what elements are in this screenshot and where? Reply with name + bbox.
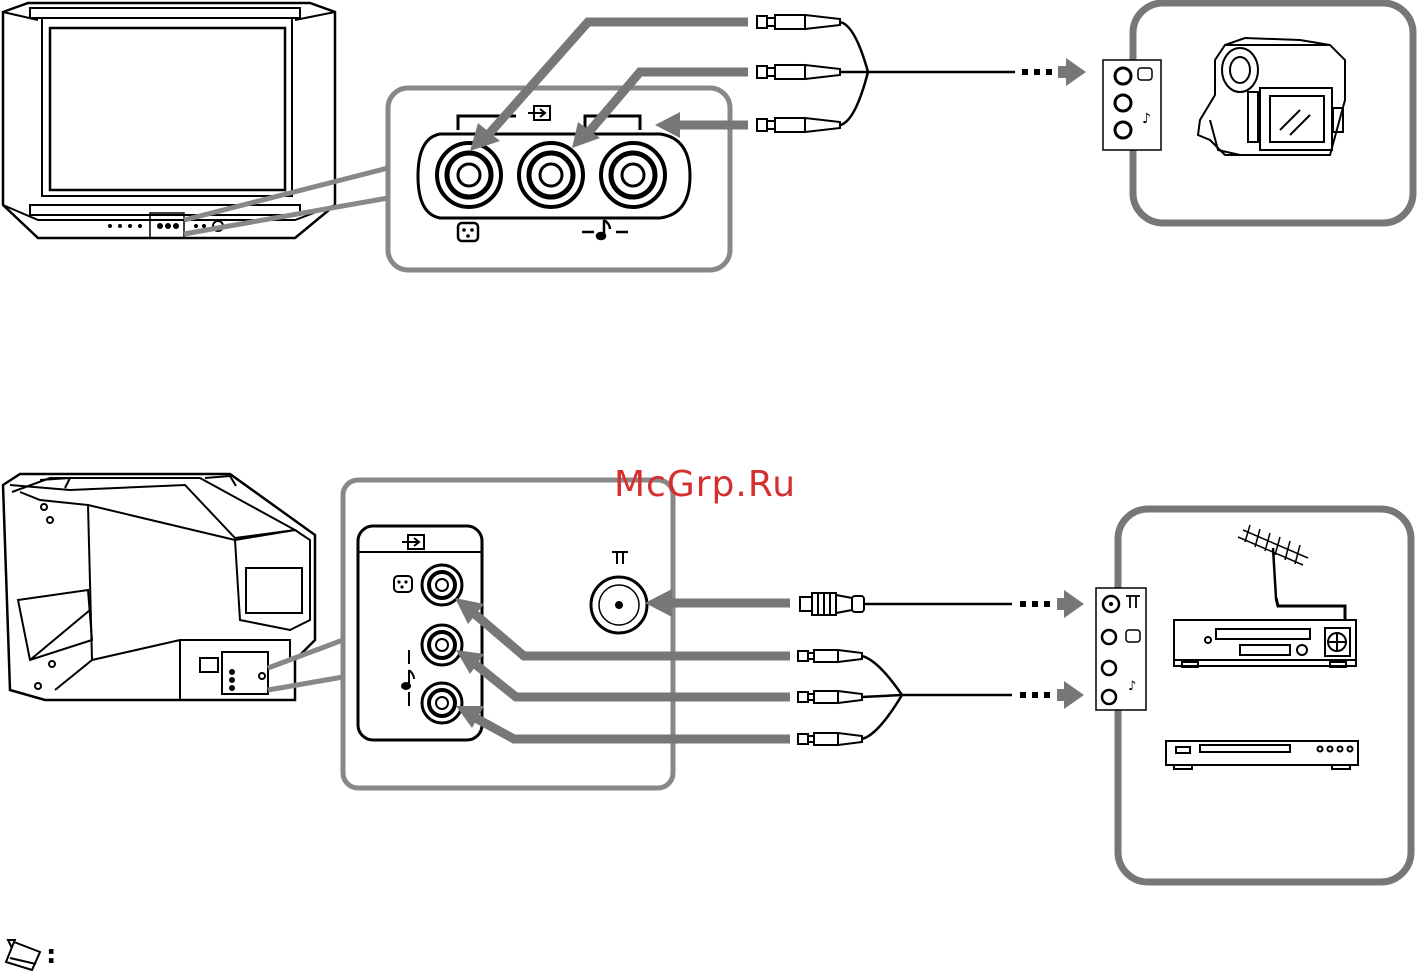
audio-right-jack bbox=[601, 143, 665, 207]
video-in-jack bbox=[437, 143, 501, 207]
svg-text:♪: ♪ bbox=[1128, 679, 1136, 694]
pencil-note-icon bbox=[6, 940, 40, 970]
zoom-lines-bottom bbox=[268, 640, 343, 690]
audio-left-jack bbox=[422, 625, 462, 665]
svg-text:♪: ♪ bbox=[1142, 111, 1151, 127]
note-colon: : bbox=[46, 940, 56, 970]
coax-cable bbox=[800, 590, 1084, 618]
rca-cable-3 bbox=[757, 15, 1086, 132]
antenna-in-jack bbox=[591, 577, 647, 633]
rca-cable-3 bbox=[798, 650, 1084, 745]
audio-left-jack bbox=[519, 143, 583, 207]
audio-right-jack bbox=[422, 683, 462, 723]
watermark: McGrp.Ru bbox=[614, 464, 796, 505]
devices-box: ♪ bbox=[1096, 509, 1411, 882]
front-tv-icon bbox=[3, 3, 335, 238]
